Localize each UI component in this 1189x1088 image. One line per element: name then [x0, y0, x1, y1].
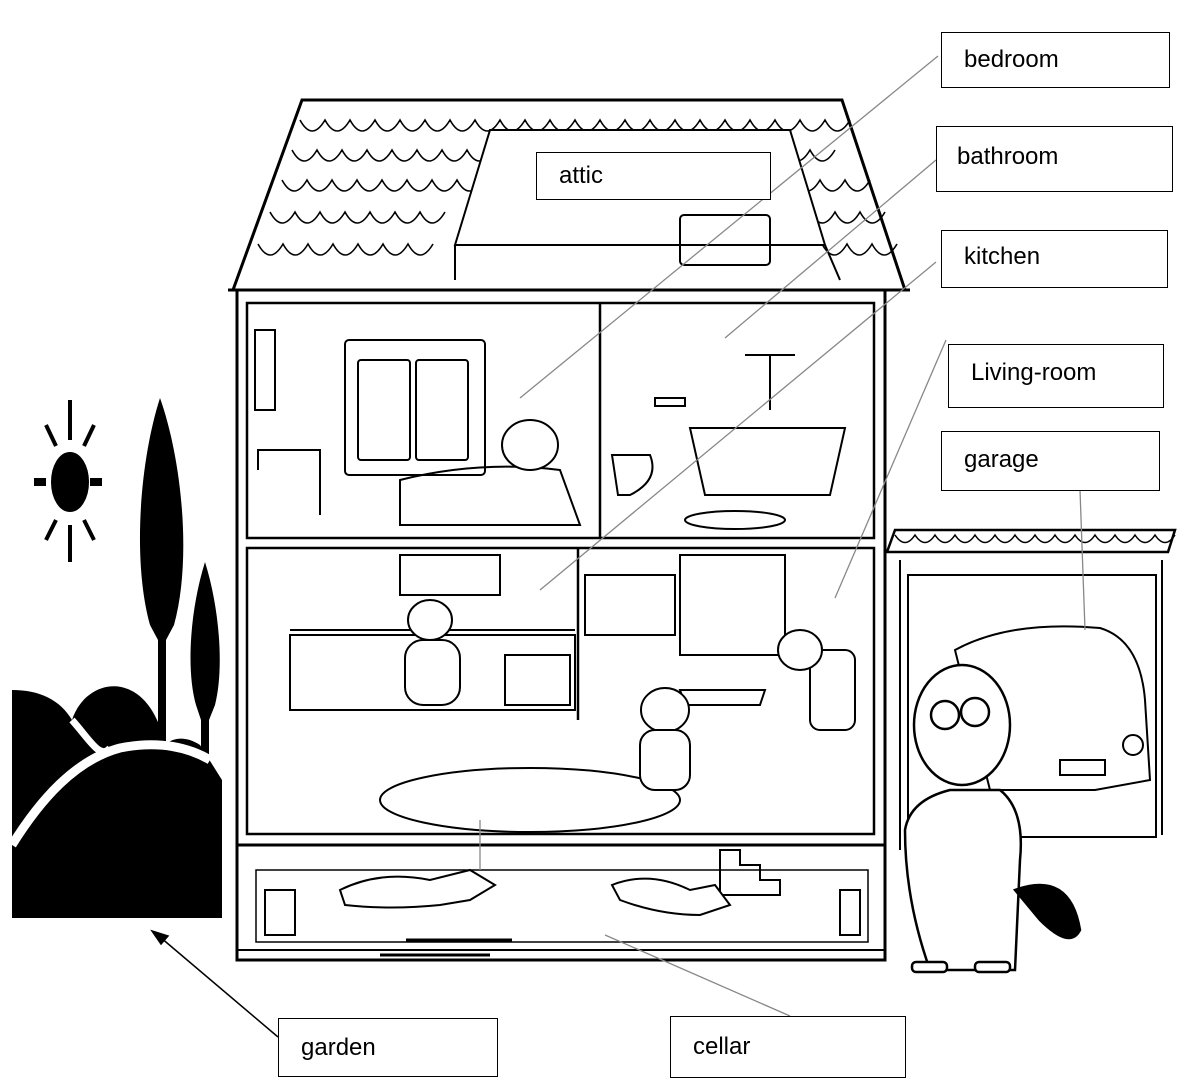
label-bathroom[interactable]: bathroom — [936, 126, 1173, 192]
label-cellar[interactable]: cellar — [670, 1016, 906, 1078]
beaver-icon — [905, 665, 1080, 972]
label-bedroom[interactable]: bedroom — [941, 32, 1170, 88]
label-attic[interactable]: attic — [536, 152, 771, 200]
garden-illustration — [12, 398, 222, 918]
house-illustration — [228, 100, 910, 960]
label-garden[interactable]: garden — [278, 1018, 498, 1077]
label-kitchen[interactable]: kitchen — [941, 230, 1168, 288]
sun-icon — [34, 400, 102, 562]
label-garage[interactable]: garage — [941, 431, 1160, 491]
label-living-room[interactable]: Living-room — [948, 344, 1164, 408]
